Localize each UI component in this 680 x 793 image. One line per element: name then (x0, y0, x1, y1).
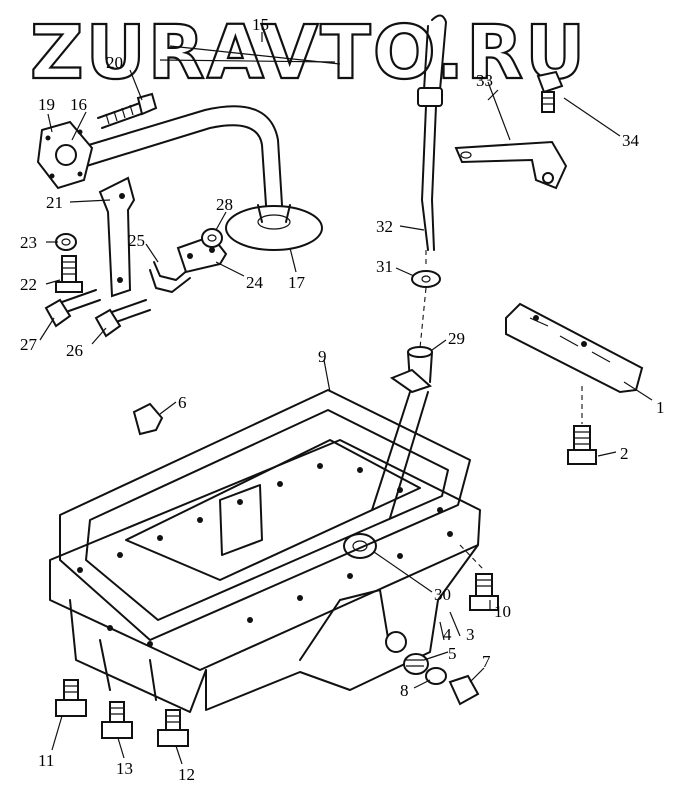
plug-6 (132, 402, 164, 436)
bolt-22 (55, 255, 83, 293)
bolt-27 (44, 289, 101, 328)
flange-holes (77, 463, 453, 647)
callout-13: 13 (116, 759, 133, 778)
gasket-9 (59, 389, 471, 641)
bracket-1 (505, 302, 644, 394)
bracket-21 (98, 176, 136, 298)
bolt-34 (536, 70, 564, 113)
callout-12: 12 (178, 765, 195, 784)
oil-pan (49, 439, 481, 713)
callout-16: 16 (70, 95, 87, 114)
callout-9: 9 (318, 347, 327, 366)
callout-4: 4 (443, 625, 452, 644)
assembly-dash-lines (419, 250, 583, 571)
washer-23 (55, 233, 77, 251)
bracket-33 (454, 140, 568, 190)
callout-33: 33 (476, 71, 493, 90)
callout-20: 20 (106, 53, 123, 72)
callout-3: 3 (466, 625, 475, 644)
filter-5 (403, 653, 429, 675)
dipstick-tube-29 (371, 346, 433, 519)
callout-27: 27 (20, 335, 38, 354)
callout-6: 6 (178, 393, 187, 412)
callout-24: 24 (246, 273, 264, 292)
callout-31: 31 (376, 257, 393, 276)
dipstick-32 (417, 14, 447, 251)
callout-34: 34 (622, 131, 640, 150)
bolt-2 (567, 425, 597, 465)
callout-19: 19 (38, 95, 55, 114)
watermark-text: ZURAVTO.RU (30, 10, 587, 96)
bolt-20 (97, 92, 158, 129)
seal-31 (411, 270, 441, 288)
callout-7: 7 (482, 652, 491, 671)
grommet-28 (201, 228, 223, 248)
callout-23: 23 (20, 233, 37, 252)
callout-11: 11 (38, 751, 54, 770)
callout-17: 17 (288, 273, 306, 292)
drain-plug-7 (448, 674, 480, 706)
gasket-8 (425, 667, 447, 685)
callout-29: 29 (448, 329, 465, 348)
callout-8: 8 (400, 681, 409, 700)
callout-25: 25 (128, 231, 145, 250)
bolt-26 (94, 299, 151, 338)
callout-10: 10 (494, 602, 511, 621)
callout-labels: 1 2 3 4 5 6 7 8 9 10 11 12 13 15 16 17 1… (20, 15, 665, 784)
bolt-10 (469, 573, 499, 611)
callout-1: 1 (656, 398, 665, 417)
callout-5: 5 (448, 644, 457, 663)
bolt-13 (101, 701, 133, 739)
callout-2: 2 (620, 444, 629, 463)
bolt-11 (55, 679, 87, 717)
callout-30: 30 (434, 585, 451, 604)
callout-28: 28 (216, 195, 233, 214)
callout-26: 26 (66, 341, 83, 360)
bolt-12 (157, 709, 189, 747)
callout-21: 21 (46, 193, 63, 212)
callout-22: 22 (20, 275, 37, 294)
callout-15: 15 (252, 15, 269, 34)
oil-strainer-assembly (36, 105, 323, 251)
callout-32: 32 (376, 217, 393, 236)
leader-lines (39, 32, 653, 765)
